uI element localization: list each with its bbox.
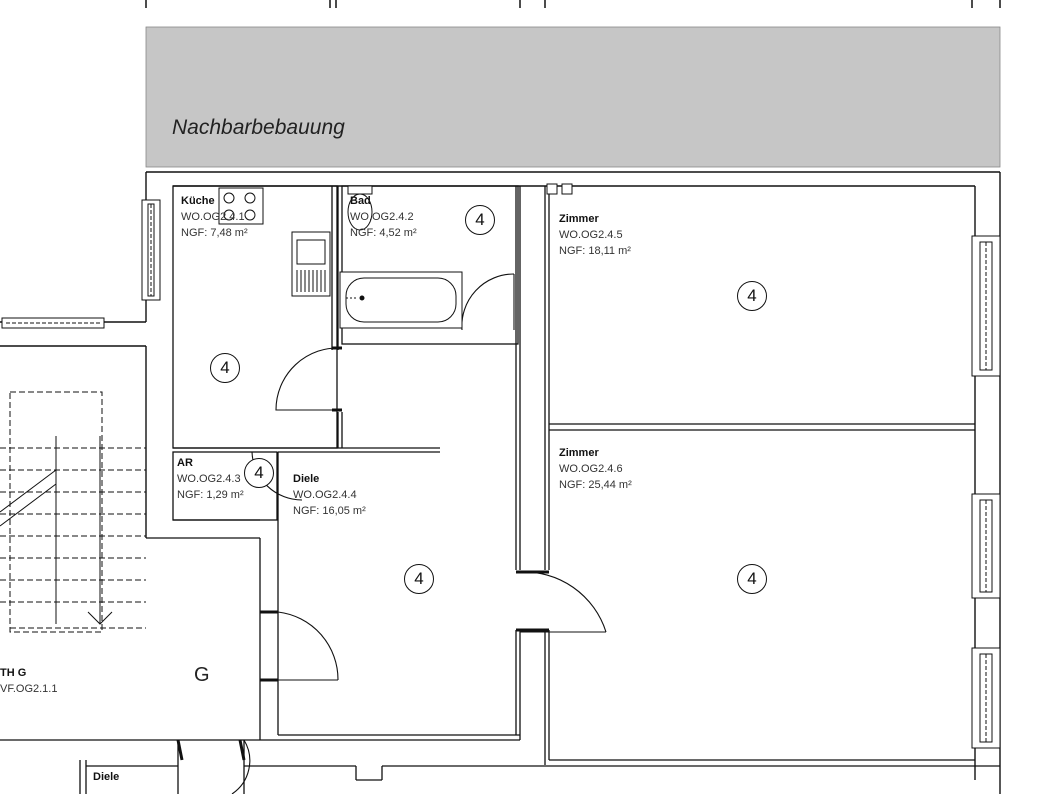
interior-walls bbox=[0, 185, 1000, 794]
room-area: NGF: 4,52 m² bbox=[350, 226, 417, 239]
room-area: NGF: 7,48 m² bbox=[181, 226, 248, 239]
door-jambs bbox=[176, 346, 549, 761]
room-kueche: Küche WO.OG2.4.1 NGF: 7,48 m² bbox=[181, 194, 248, 242]
kitchen-fixtures bbox=[218, 187, 331, 297]
room-code: WO.OG2.4.3 bbox=[177, 472, 241, 485]
windows bbox=[1, 199, 1001, 749]
room-name: Diele bbox=[93, 771, 120, 783]
room-name: Zimmer bbox=[559, 213, 599, 225]
room-code: WO.OG2.4.2 bbox=[350, 210, 414, 223]
room-name: Küche bbox=[181, 195, 215, 207]
room-name: AR bbox=[177, 457, 193, 469]
room-code: VF.OG2.1.1 bbox=[0, 682, 58, 695]
zone-marker-zimmer-1: 4 bbox=[737, 281, 767, 311]
chimney bbox=[546, 183, 573, 195]
zone-marker-kueche: 4 bbox=[210, 353, 240, 383]
zone-marker-diele: 4 bbox=[404, 564, 434, 594]
room-name: Bad bbox=[350, 195, 371, 207]
zone-marker-zimmer-2: 4 bbox=[737, 564, 767, 594]
staircase bbox=[0, 391, 146, 633]
bath-fixtures bbox=[339, 185, 463, 329]
room-diele-lower: Diele bbox=[93, 770, 119, 786]
room-code: WO.OG2.4.6 bbox=[559, 462, 623, 475]
neighbor-building-label: Nachbarbebauung bbox=[172, 116, 345, 139]
zone-marker-bad: 4 bbox=[465, 205, 495, 235]
building-letter: G bbox=[194, 664, 210, 686]
room-diele: Diele WO.OG2.4.4 NGF: 16,05 m² bbox=[293, 472, 366, 520]
room-bad: Bad WO.OG2.4.2 NGF: 4,52 m² bbox=[350, 194, 417, 242]
axis-ticks bbox=[145, 0, 1001, 8]
room-area: NGF: 16,05 m² bbox=[293, 504, 366, 517]
room-name: Diele bbox=[293, 473, 320, 485]
room-area: NGF: 18,11 m² bbox=[559, 244, 631, 257]
room-ar: AR WO.OG2.4.3 NGF: 1,29 m² bbox=[177, 456, 244, 504]
neighbor-building bbox=[145, 26, 1001, 168]
zone-marker-ar: 4 bbox=[244, 458, 274, 488]
room-zimmer-2: Zimmer WO.OG2.4.6 NGF: 25,44 m² bbox=[559, 446, 632, 494]
room-area: NGF: 1,29 m² bbox=[177, 488, 244, 501]
door-swings bbox=[231, 273, 607, 794]
room-code: WO.OG2.4.1 bbox=[181, 210, 245, 223]
room-zimmer-1: Zimmer WO.OG2.4.5 NGF: 18,11 m² bbox=[559, 212, 631, 260]
room-name: Zimmer bbox=[559, 447, 599, 459]
room-code: WO.OG2.4.4 bbox=[293, 488, 357, 501]
room-treppenhaus: TH G VF.OG2.1.1 bbox=[0, 666, 57, 698]
room-name: TH G bbox=[0, 667, 27, 679]
room-code: WO.OG2.4.5 bbox=[559, 228, 623, 241]
room-area: NGF: 25,44 m² bbox=[559, 478, 632, 491]
